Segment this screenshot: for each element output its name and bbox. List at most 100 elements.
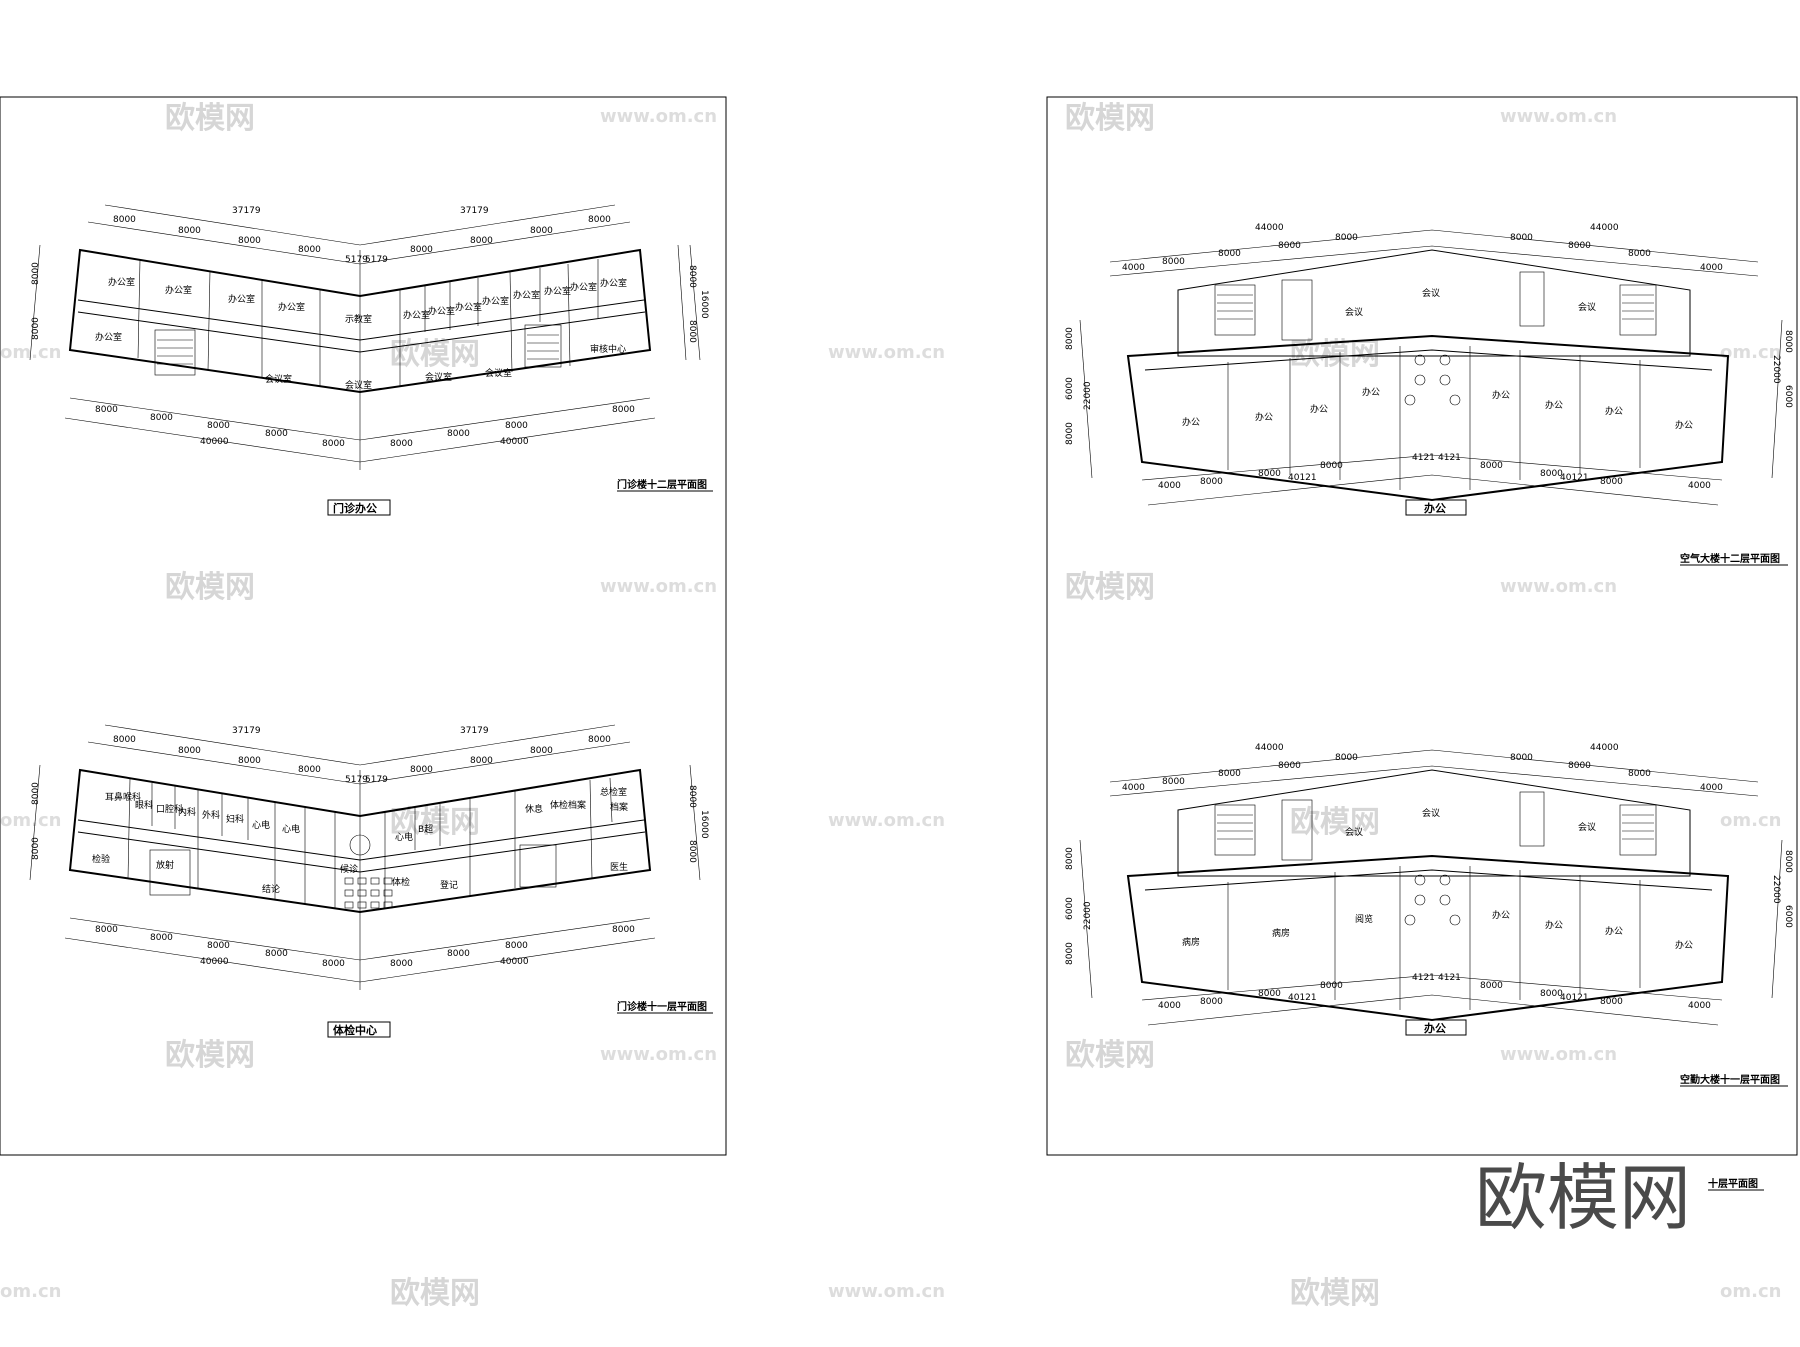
room-label: 办公室 <box>513 289 540 301</box>
room-label: 会议室 <box>265 373 292 385</box>
dim-total: 40121 <box>1560 993 1589 1003</box>
dim-label: 4000 <box>1700 783 1723 793</box>
room-label: 会议 <box>1578 301 1596 313</box>
dim-label: 8000 <box>410 245 433 255</box>
dim-label: 8000 <box>530 226 553 236</box>
dim-label: 4000 <box>1158 1001 1181 1011</box>
dim-label: 8000 <box>1783 330 1793 353</box>
watermark-brand: 欧模网 <box>1065 101 1155 136</box>
dim-label: 4121 <box>1438 453 1461 463</box>
room-label: 内科 <box>178 806 196 818</box>
room-label: 办公室 <box>165 284 192 296</box>
dim-total: 40121 <box>1288 993 1317 1003</box>
stair-hatch <box>157 334 559 365</box>
dim-labels: 44000 44000 4000 8000 8000 8000 8000 800… <box>1065 223 1793 491</box>
dim-label: 8000 <box>1510 233 1533 243</box>
dim-labels: 44000 44000 4000 8000 8000 8000 8000 800… <box>1065 743 1793 1011</box>
dim-chain-side <box>1079 319 1093 479</box>
dim-chain-bottom <box>1141 454 1723 481</box>
dim-label: 8000 <box>1480 981 1503 991</box>
dim-label: 8000 <box>505 941 528 951</box>
dim-label: 6000 <box>1065 377 1075 400</box>
watermark-url: om.cn <box>0 1281 61 1302</box>
caption-box <box>327 1021 391 1038</box>
plan-subtitle: 空气大楼十二层平面图 <box>1680 552 1780 565</box>
dim-label: 8000 <box>1568 241 1591 251</box>
dim-label: 8000 <box>1065 327 1075 350</box>
dim-label: 8000 <box>1218 249 1241 259</box>
watermark-url: om.cn <box>1720 342 1781 363</box>
room-label: 办公室 <box>228 293 255 305</box>
room-label: 会议 <box>1345 826 1363 838</box>
dim-label: 8000 <box>530 746 553 756</box>
watermark-url: om.cn <box>0 810 61 831</box>
stair-hatch <box>1217 814 1654 840</box>
dim-label: 22000 <box>1771 355 1781 384</box>
dim-label: 4000 <box>1122 263 1145 273</box>
dim-chain-top <box>1109 229 1759 263</box>
dim-label: 8000 <box>265 949 288 959</box>
dim-label: 4000 <box>1158 481 1181 491</box>
dim-label: 8000 <box>390 439 413 449</box>
room-label: 心电 <box>252 819 270 831</box>
plan-caption: 办公 <box>1424 501 1446 515</box>
watermark-layer: 欧模网 www.om.cn 欧模网 www.om.cn om.cn 欧模网 ww… <box>0 101 1781 1311</box>
dim-chain-side <box>29 764 41 881</box>
dim-label: 8000 <box>1065 942 1075 965</box>
dim-label: 8000 <box>1510 753 1533 763</box>
dim-label: 6000 <box>1783 905 1793 928</box>
dim-total: 44000 <box>1255 223 1284 233</box>
room-labels: 耳鼻喉科 眼科 口腔科 内科 外科 妇科 心电 B超 检验 放射 候诊 登记 体… <box>92 786 628 895</box>
dim-label: 6000 <box>1783 385 1793 408</box>
dim-label: 22000 <box>1083 901 1093 930</box>
room-labels: 会议 会议 会议 办公 办公 办公 办公 办公 办公 办公 办公 <box>1182 287 1693 431</box>
room-label: 病房 <box>1182 936 1200 948</box>
dim-chain-top <box>1109 245 1759 277</box>
dim-label: 4000 <box>1700 263 1723 273</box>
dim-chain-side <box>689 764 701 881</box>
floor-plan-4: 44000 44000 4000 8000 8000 8000 8000 800… <box>1065 743 1793 1087</box>
dim-label: 8000 <box>687 320 697 343</box>
corridor-line <box>1144 869 1713 891</box>
lounge-furniture <box>1404 354 1461 406</box>
room-label: 办公 <box>1362 386 1380 398</box>
dim-label: 8000 <box>470 236 493 246</box>
dim-label: 4121 <box>1438 973 1461 983</box>
dim-chain-top <box>104 204 616 246</box>
dim-label: 8000 <box>178 226 201 236</box>
dim-label: 4000 <box>1688 1001 1711 1011</box>
dim-label: 8000 <box>1278 761 1301 771</box>
dim-total: 37179 <box>232 726 261 736</box>
sheet-border-right <box>1046 96 1798 1156</box>
dim-total: 40000 <box>500 957 529 967</box>
dim-total: 37179 <box>232 206 261 216</box>
dim-label: 8000 <box>1783 850 1793 873</box>
room-label: 示教室 <box>345 313 372 325</box>
dim-label: 6000 <box>1065 897 1075 920</box>
dim-labels: 37179 37179 8000 8000 8000 8000 5179 517… <box>31 206 709 449</box>
dim-label: 8000 <box>1162 257 1185 267</box>
plan-subtitle: 门诊楼十一层平面图 <box>617 1000 707 1013</box>
plan-outline <box>1126 334 1730 502</box>
watermark-brand: 欧模网 <box>1065 1038 1155 1073</box>
room-label: 办公 <box>1545 919 1563 931</box>
room-label: 办公 <box>1492 909 1510 921</box>
dim-label: 8000 <box>687 840 697 863</box>
room-label: 办公室 <box>108 276 135 288</box>
dim-label: 4000 <box>1688 481 1711 491</box>
dim-label: 8000 <box>447 949 470 959</box>
caption-box <box>1405 1019 1467 1036</box>
dim-label: 8000 <box>1335 753 1358 763</box>
room-label: 审核中心 <box>590 343 626 355</box>
dim-total: 44000 <box>1590 223 1619 233</box>
watermark-brand: 欧模网 <box>165 570 255 605</box>
room-label: 医生 <box>610 861 628 873</box>
dim-total: 40121 <box>1560 473 1589 483</box>
room-label: 会议室 <box>485 367 512 379</box>
corridor-line <box>1144 349 1713 371</box>
dim-label: 8000 <box>150 413 173 423</box>
dim-label: 8000 <box>322 959 345 969</box>
dim-label: 8000 <box>1540 469 1563 479</box>
dim-total: 40000 <box>200 437 229 447</box>
dim-label: 4121 <box>1412 453 1435 463</box>
